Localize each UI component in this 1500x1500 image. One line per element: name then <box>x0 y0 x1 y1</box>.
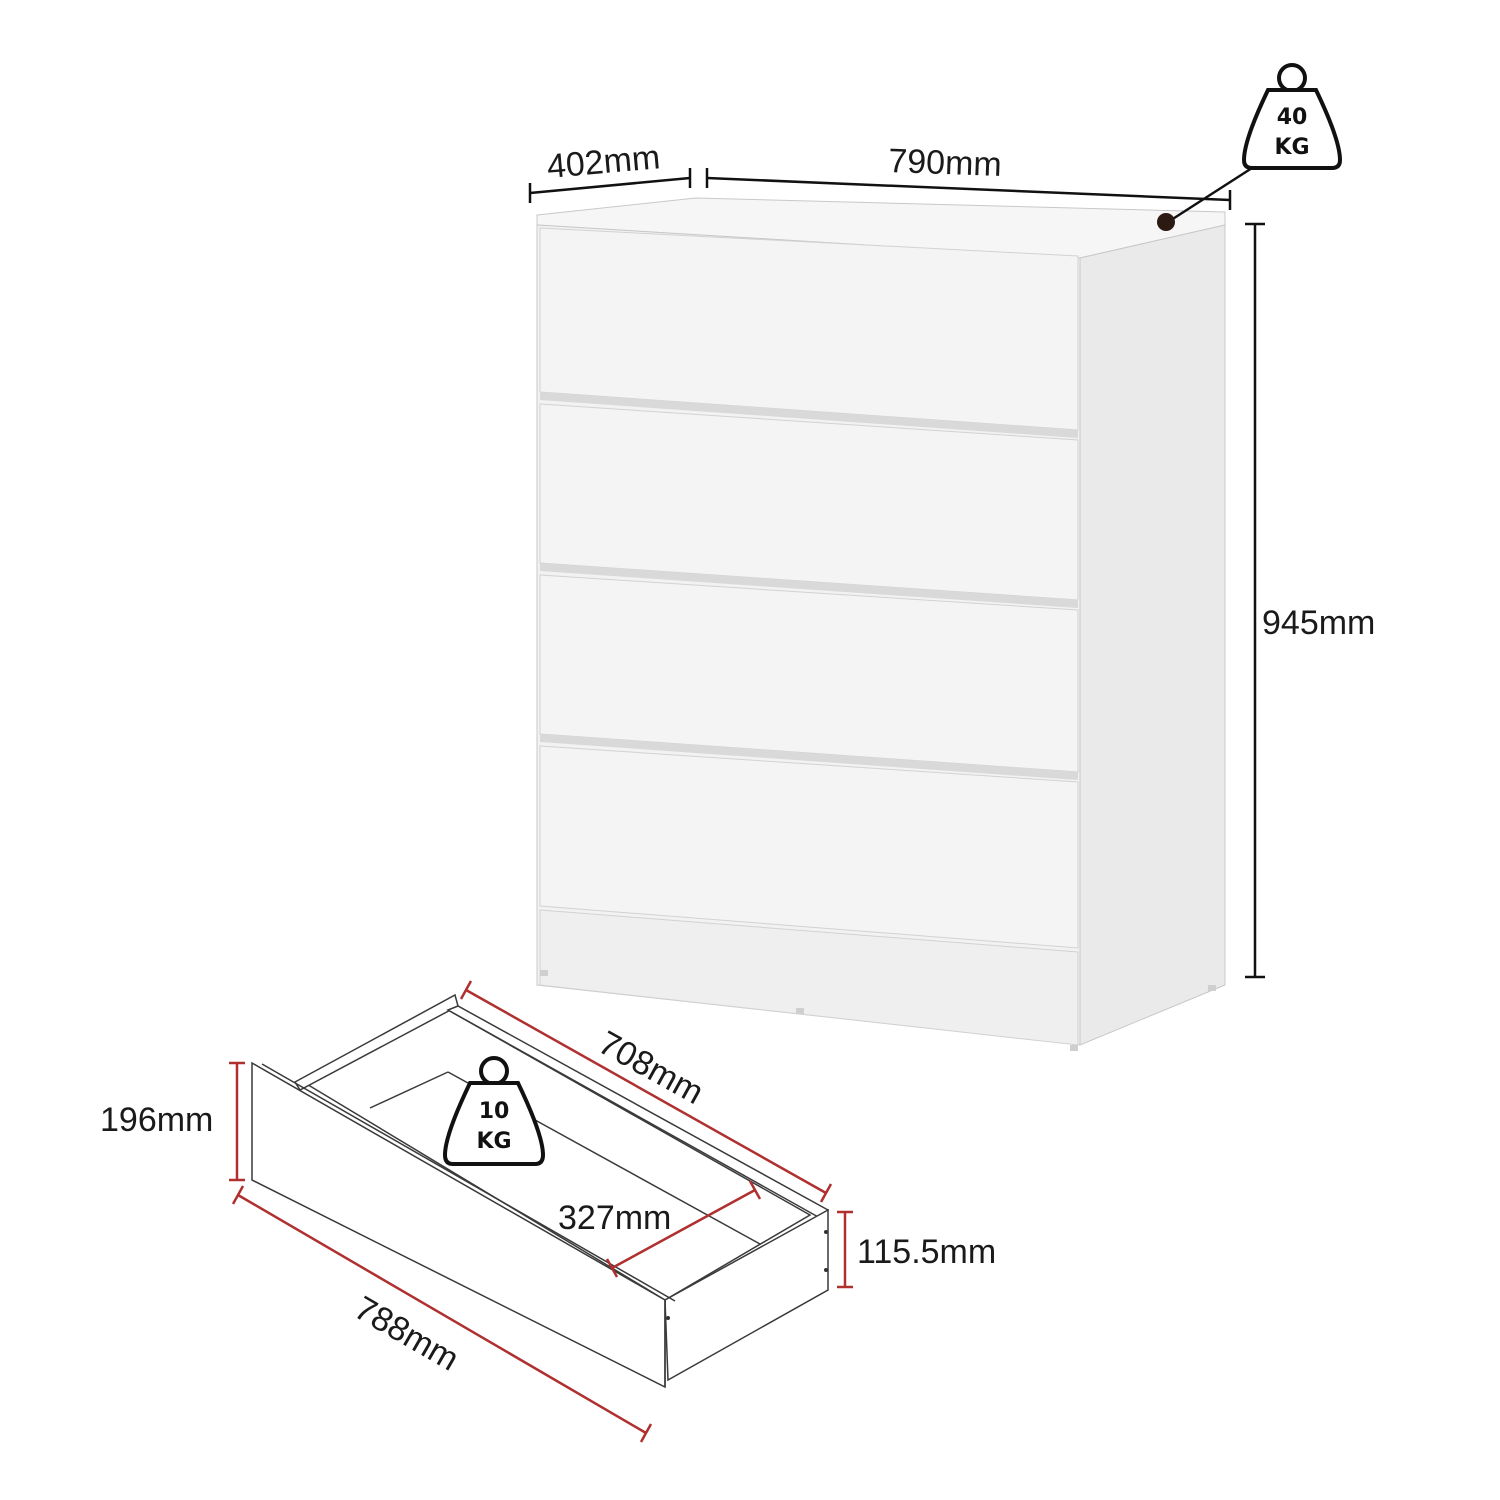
screw-hole <box>824 1268 828 1272</box>
dresser-load-unit: KG <box>1274 135 1309 160</box>
drawer-inner-width-label: 327mm <box>558 1199 671 1237</box>
weight-icon <box>1241 63 1343 170</box>
dresser-width-label: 790mm <box>888 142 1003 184</box>
drawer-illustration <box>251 993 830 1389</box>
dresser-foot <box>1208 985 1216 991</box>
drawer-front-height-label: 196mm <box>100 1101 213 1139</box>
drawer-weight-badge: 10 KG <box>442 1056 546 1166</box>
dresser-foot <box>1070 1045 1078 1051</box>
dresser-depth-dimension: 402mm <box>528 138 692 203</box>
screw-hole <box>666 1316 670 1320</box>
drawer-load-unit: KG <box>476 1129 511 1154</box>
drawer-load-value: 10 <box>479 1099 510 1124</box>
drawer-side-height-label: 115.5mm <box>857 1233 996 1271</box>
drawer-gap-3 <box>540 734 1078 780</box>
dresser-depth-label: 402mm <box>545 138 661 186</box>
dresser-weight-badge: 40 KG <box>1157 63 1343 231</box>
dresser-illustration <box>536 197 1226 1051</box>
drawer-front-4 <box>539 745 1079 949</box>
weight-icon <box>442 1056 546 1166</box>
drawer-outer-length-label: 788mm <box>348 1289 465 1379</box>
drawer-inner-width-dimension: 327mm <box>558 1180 762 1278</box>
dresser-foot <box>540 970 548 976</box>
drawer-gap-2 <box>540 563 1078 608</box>
dresser-side-panel <box>1079 224 1226 1046</box>
drawer-gap-1 <box>540 392 1078 438</box>
drawer-near-side <box>664 1208 829 1382</box>
dresser-load-value: 40 <box>1277 105 1308 130</box>
dresser-height-dimension: 945mm <box>1245 222 1375 979</box>
dresser-height-label: 945mm <box>1262 604 1375 642</box>
drawer-side-height-dimension: 115.5mm <box>837 1210 996 1289</box>
screw-hole <box>824 1230 828 1234</box>
load-point-dot <box>1157 213 1175 231</box>
dresser-width-dimension: 790mm <box>705 142 1232 210</box>
drawer-front-height-dimension: 196mm <box>100 1061 245 1182</box>
dresser-foot <box>796 1008 804 1014</box>
